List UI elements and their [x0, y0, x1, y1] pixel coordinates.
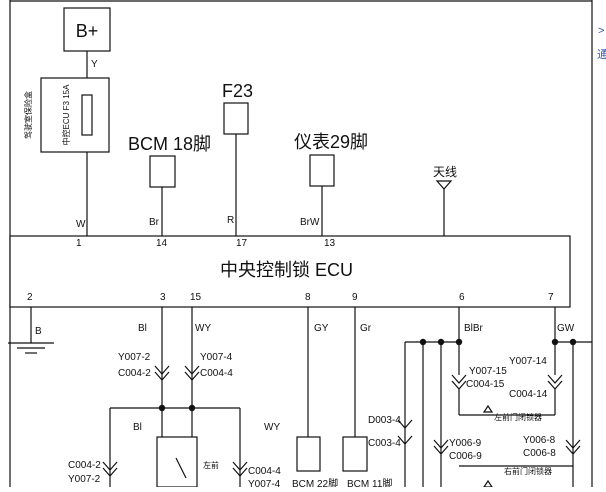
pin-14: 14 — [156, 238, 168, 249]
wire-code-brw: BrW — [300, 217, 320, 228]
pin-2: 2 — [27, 292, 33, 303]
connector-arrow-c003 — [397, 435, 413, 445]
pin-17: 17 — [236, 238, 248, 249]
right-door-marker — [482, 479, 494, 488]
wire-code-b: B — [35, 326, 42, 337]
fuse-element — [81, 94, 93, 136]
connector-arrow-3a — [154, 365, 170, 375]
meter29-label: 仪表29脚 — [294, 132, 368, 152]
conn-c0044b: C004-4 — [248, 466, 281, 477]
connector-arrow-6a — [451, 374, 467, 384]
bcm11-label: BCM 11脚 — [347, 477, 392, 487]
conn-y00714: Y007-14 — [509, 356, 547, 367]
f23-label: F23 — [222, 81, 253, 101]
wire-code-gr: Gr — [360, 323, 372, 334]
wire-code-bl-mid: Bl — [133, 422, 142, 433]
bcm11-box — [342, 436, 368, 472]
conn-c0069: C006-9 — [449, 451, 482, 462]
conn-y0069: Y006-9 — [449, 438, 482, 449]
conn-c0044: C004-4 — [200, 368, 233, 379]
connector-arrow-bl-bottom — [102, 461, 118, 471]
connector-arrow-c0068 — [565, 445, 581, 455]
bcm22-label: BCM 22脚 — [292, 477, 338, 487]
edge-text-1: > — [598, 25, 604, 37]
conn-c0068: C006-8 — [523, 448, 556, 459]
junction-dot-blbr-3 — [455, 338, 463, 346]
conn-y0074: Y007-4 — [200, 352, 233, 363]
wire-code-r: R — [227, 215, 234, 226]
wire-code-gy: GY — [314, 323, 329, 334]
fuse-rating: 中控ECU F3 15A — [61, 84, 71, 146]
fuse-side-label: 驾驶室保险盒 — [23, 91, 33, 139]
lock-switch-contact — [175, 457, 187, 479]
bcm22-box — [296, 436, 321, 472]
junction-dot-bl — [158, 404, 166, 412]
conn-y0072: Y007-2 — [118, 352, 151, 363]
switch-side-label: 左前 — [203, 460, 219, 470]
conn-y00715: Y007-15 — [469, 366, 507, 377]
fuse-box — [40, 77, 110, 153]
wire-code-wy-top: WY — [195, 323, 211, 334]
conn-c0042: C004-2 — [118, 368, 151, 379]
connector-arrow-y0069 — [433, 439, 449, 449]
connector-arrow-y0068 — [565, 439, 581, 449]
wire-code-w: W — [76, 219, 86, 230]
conn-y0072b: Y007-2 — [68, 474, 101, 485]
edge-text-2: 通 — [597, 48, 606, 61]
conn-c00415: C004-15 — [466, 379, 505, 390]
conn-c0042b: C004-2 — [68, 460, 101, 471]
wire-code-gw: GW — [557, 323, 575, 334]
connector-arrow-wy-bottom — [232, 461, 248, 471]
connector-arrow-7a — [547, 374, 563, 384]
antenna-icon — [435, 180, 453, 190]
pin-1: 1 — [76, 238, 82, 249]
antenna-label: 天线 — [433, 165, 457, 179]
connector-arrow-bl-bottom-2 — [102, 467, 118, 477]
f23-box — [223, 102, 249, 135]
power-label: B+ — [76, 21, 99, 41]
pin-6: 6 — [459, 292, 465, 303]
pin-8: 8 — [305, 292, 311, 303]
pin-9: 9 — [352, 292, 358, 303]
connector-arrow-wy-bottom-2 — [232, 467, 248, 477]
junction-dot-wy — [188, 404, 196, 412]
connector-arrow-3b — [154, 371, 170, 381]
lock-switch-box — [156, 436, 198, 488]
left-door-label: 左前门闭锁器 — [494, 412, 542, 422]
wire-code-blbr: BlBr — [464, 323, 484, 334]
bcm18-label: BCM 18脚 — [128, 134, 211, 154]
right-door-label: 右前门闭锁器 — [504, 466, 552, 476]
conn-c0034: C003-4 — [368, 438, 401, 449]
pin-3: 3 — [160, 292, 166, 303]
connector-arrow-c0069 — [433, 445, 449, 455]
wire-code-br: Br — [149, 217, 160, 228]
ecu-label: 中央控制锁 ECU — [220, 260, 353, 280]
junction-dot-gw-1 — [551, 338, 559, 346]
wire-code-bl-top: Bl — [138, 323, 147, 334]
bcm18-box — [149, 155, 176, 188]
conn-y0074b: Y007-4 — [248, 479, 281, 487]
pin-13: 13 — [324, 238, 336, 249]
left-door-marker — [482, 404, 494, 413]
connector-arrow-15a — [184, 365, 200, 375]
pin-7: 7 — [548, 292, 554, 303]
ecu-box — [9, 235, 571, 308]
pin-15: 15 — [190, 292, 202, 303]
connector-arrow-15b — [184, 371, 200, 381]
power-box — [63, 7, 111, 52]
wire-code-y: Y — [91, 59, 98, 70]
wire-code-wy-mid: WY — [264, 422, 280, 433]
connector-arrow-d003 — [397, 419, 413, 429]
meter29-box — [309, 154, 335, 187]
conn-y0068: Y006-8 — [523, 435, 556, 446]
conn-d0034: D003-4 — [368, 415, 401, 426]
conn-c00414: C004-14 — [509, 389, 548, 400]
